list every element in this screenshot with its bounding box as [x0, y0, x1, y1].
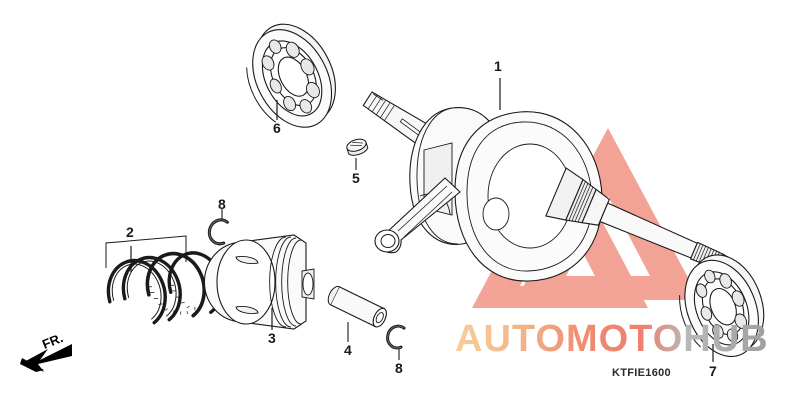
callout-8-lower: 8	[395, 360, 403, 376]
part-piston-pin	[327, 285, 387, 342]
part-main-bearing-left	[246, 23, 336, 128]
callout-1: 1	[494, 58, 502, 74]
callout-8-upper: 8	[218, 196, 226, 212]
part-piston-pin-clip-upper	[207, 209, 229, 246]
callout-5: 5	[352, 170, 360, 186]
part-crankshaft-assembly	[362, 78, 741, 282]
callout-3: 3	[268, 330, 276, 346]
callout-2: 2	[126, 224, 134, 240]
diagram-code: KTFIE1600	[612, 367, 671, 379]
callout-4: 4	[344, 342, 352, 358]
part-main-bearing-right	[679, 254, 765, 362]
fr-direction-arrow	[20, 344, 72, 372]
part-woodruff-key	[346, 138, 369, 170]
part-piston-pin-clip-lower	[386, 324, 406, 360]
callout-6: 6	[273, 120, 281, 136]
part-piston	[203, 234, 315, 330]
part-piston-ring-set	[105, 235, 224, 325]
watermark-text: AUTOMOTOHUB	[455, 318, 769, 360]
callout-7: 7	[709, 363, 717, 379]
